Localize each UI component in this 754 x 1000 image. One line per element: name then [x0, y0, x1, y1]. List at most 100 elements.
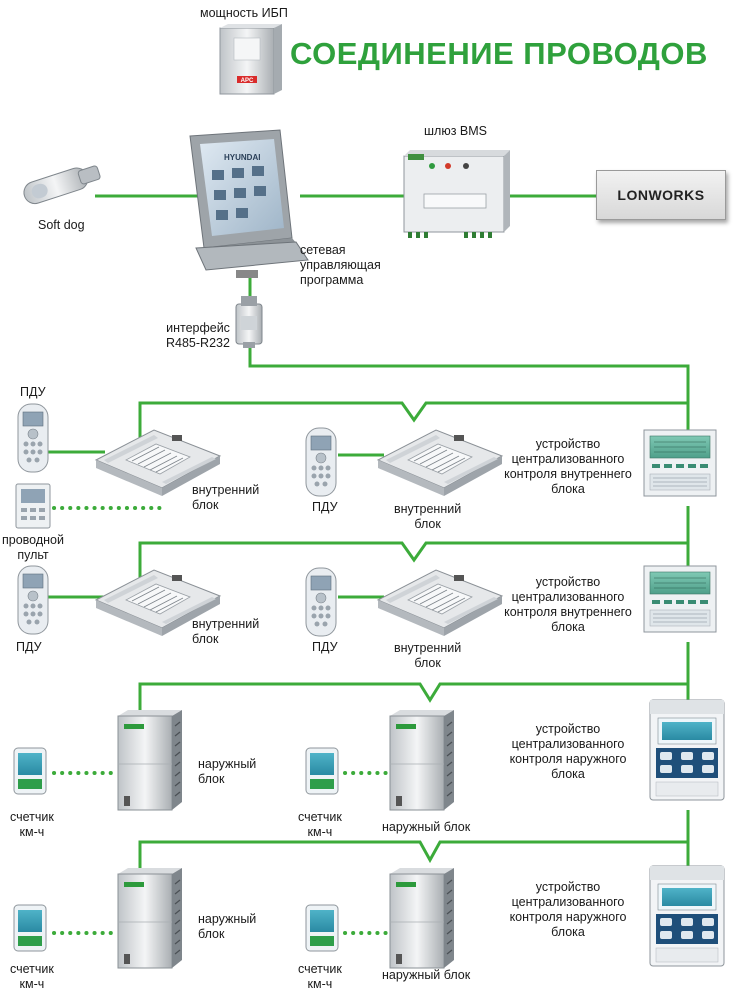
- indoor-unit-label-line: блок: [192, 498, 219, 512]
- controller-label-line: устройство: [535, 437, 601, 451]
- wired-panel-label-line: проводной: [2, 533, 64, 547]
- outdoor-unit-label-r4-left: наружный блок: [198, 912, 256, 942]
- wire-row1-loop: [138, 401, 690, 440]
- indoor-unit-label-line: блок: [414, 656, 441, 670]
- wired-panel-label: проводной пульт: [2, 533, 64, 563]
- bms-label: шлюз BMS: [424, 124, 487, 138]
- central-controller-icon-r4: [649, 865, 725, 967]
- central-controller-icon-r2: [643, 565, 717, 633]
- softdog-label: Soft dog: [38, 218, 85, 232]
- interface-label-line: R485-R232: [166, 336, 230, 350]
- serial-converter-icon: [235, 296, 263, 348]
- controller-label-r4: устройство централизованного контроля на…: [496, 880, 640, 940]
- ups-label: мощность ИБП: [200, 6, 288, 20]
- outdoor-unit-icon-r3-left: [117, 709, 183, 811]
- meter-label-r3-left: счетчик км-ч: [10, 810, 54, 840]
- cassette-indoor-unit-icon-r2-mid: [377, 569, 503, 637]
- outdoor-unit-label-line: наружный: [198, 912, 257, 926]
- outdoor-unit-label-r4-mid: наружный блок: [382, 968, 471, 982]
- controller-label-line: блока: [551, 767, 585, 781]
- controller-label-r2: устройство централизованного контроля вн…: [496, 575, 640, 635]
- interface-label-line: интерфейс: [166, 321, 230, 335]
- controller-label-line: централизованного: [511, 895, 625, 909]
- monitor-brand: HYUNDAI: [224, 153, 260, 162]
- controller-label-line: блока: [551, 482, 585, 496]
- indoor-unit-label-r1-left: внутренний блок: [192, 483, 259, 513]
- outdoor-unit-label-r3-left: наружный блок: [198, 757, 256, 787]
- lonworks-label: LONWORKS: [617, 187, 705, 203]
- pc-label-line: управляющая: [300, 258, 381, 272]
- meter-label-line: счетчик: [10, 962, 54, 976]
- indoor-unit-label-line: внутренний: [394, 502, 462, 516]
- meter-label-line: км-ч: [19, 825, 45, 839]
- lonworks-box: LONWORKS: [596, 170, 726, 220]
- wire-row4-loop: [138, 840, 690, 870]
- indoor-unit-label-r1-mid: внутренний блок: [394, 502, 461, 532]
- meter-label-line: счетчик: [298, 962, 342, 976]
- controller-label-line: контроля наружного: [509, 910, 627, 924]
- meter-label-line: км-ч: [307, 825, 333, 839]
- controller-label-line: контроля внутреннего: [504, 467, 632, 481]
- controller-label-line: контроля наружного: [509, 752, 627, 766]
- controller-label-line: устройство: [535, 722, 601, 736]
- wires: [48, 194, 690, 870]
- central-controller-icon-r1: [643, 429, 717, 497]
- outdoor-unit-icon-r4-mid: [389, 867, 455, 969]
- controller-label-line: устройство: [535, 880, 601, 894]
- controller-label-line: блока: [551, 620, 585, 634]
- outdoor-unit-label-line: блок: [198, 927, 225, 941]
- energy-meter-icon-r3-mid: [305, 747, 339, 795]
- energy-meter-icon-r3-left: [13, 747, 47, 795]
- touchscreen-monitor-icon: HYUNDAI: [189, 129, 309, 278]
- ups-icon: APC: [219, 24, 282, 95]
- indoor-unit-label-line: внутренний: [394, 641, 462, 655]
- cassette-indoor-unit-icon-r1-mid: [377, 429, 503, 497]
- outdoor-unit-icon-r4-left: [117, 867, 183, 969]
- indoor-unit-label-r2-left: внутренний блок: [192, 617, 259, 647]
- remote-label-r2-left: ПДУ: [16, 640, 42, 654]
- controller-label-line: устройство: [535, 575, 601, 589]
- remote-control-icon-r1-mid: [305, 427, 337, 497]
- usb-dongle-icon: [23, 165, 101, 205]
- indoor-unit-label-r2-mid: внутренний блок: [394, 641, 461, 671]
- ups-brand: APC: [241, 78, 254, 84]
- pc-label: сетевая управляющая программа: [300, 243, 381, 288]
- remote-label-r2-mid: ПДУ: [312, 640, 338, 654]
- outdoor-unit-icon-r3-mid: [389, 709, 455, 811]
- interface-label: интерфейс R485-R232: [166, 321, 230, 351]
- controller-label-line: блока: [551, 925, 585, 939]
- energy-meter-icon-r4-mid: [305, 904, 339, 952]
- meter-label-line: км-ч: [307, 977, 333, 991]
- page-title: СОЕДИНЕНИЕ ПРОВОДОВ: [290, 36, 708, 71]
- outdoor-unit-label-line: блок: [198, 772, 225, 786]
- controller-label-line: контроля внутреннего: [504, 605, 632, 619]
- indoor-unit-label-line: внутренний: [192, 617, 260, 631]
- wired-panel-icon: [15, 483, 51, 529]
- pc-label-line: программа: [300, 273, 364, 287]
- outdoor-unit-label-r3-mid: наружный блок: [382, 820, 471, 834]
- meter-label-line: счетчик: [298, 810, 342, 824]
- controller-label-line: централизованного: [511, 452, 625, 466]
- meter-label-r3-mid: счетчик км-ч: [298, 810, 342, 840]
- remote-control-icon-r1-left: [17, 403, 49, 473]
- wire-main-bus: [248, 346, 690, 430]
- wire-row3-loop: [138, 682, 690, 712]
- remote-label-r1-mid: ПДУ: [312, 500, 338, 514]
- meter-label-line: счетчик: [10, 810, 54, 824]
- remote-control-icon-r2-mid: [305, 567, 337, 637]
- pc-label-line: сетевая: [300, 243, 346, 257]
- remote-label-r1-left: ПДУ: [20, 385, 46, 399]
- remote-control-icon-r2-left: [17, 565, 49, 635]
- central-controller-icon-r3: [649, 699, 725, 801]
- controller-label-line: централизованного: [511, 590, 625, 604]
- indoor-unit-label-line: блок: [192, 632, 219, 646]
- meter-label-r4-left: счетчик км-ч: [10, 962, 54, 992]
- energy-meter-icon-r4-left: [13, 904, 47, 952]
- meter-label-r4-mid: счетчик км-ч: [298, 962, 342, 992]
- indoor-unit-label-line: блок: [414, 517, 441, 531]
- wired-panel-label-line: пульт: [17, 548, 49, 562]
- bms-gateway-icon: [403, 150, 510, 238]
- controller-label-line: централизованного: [511, 737, 625, 751]
